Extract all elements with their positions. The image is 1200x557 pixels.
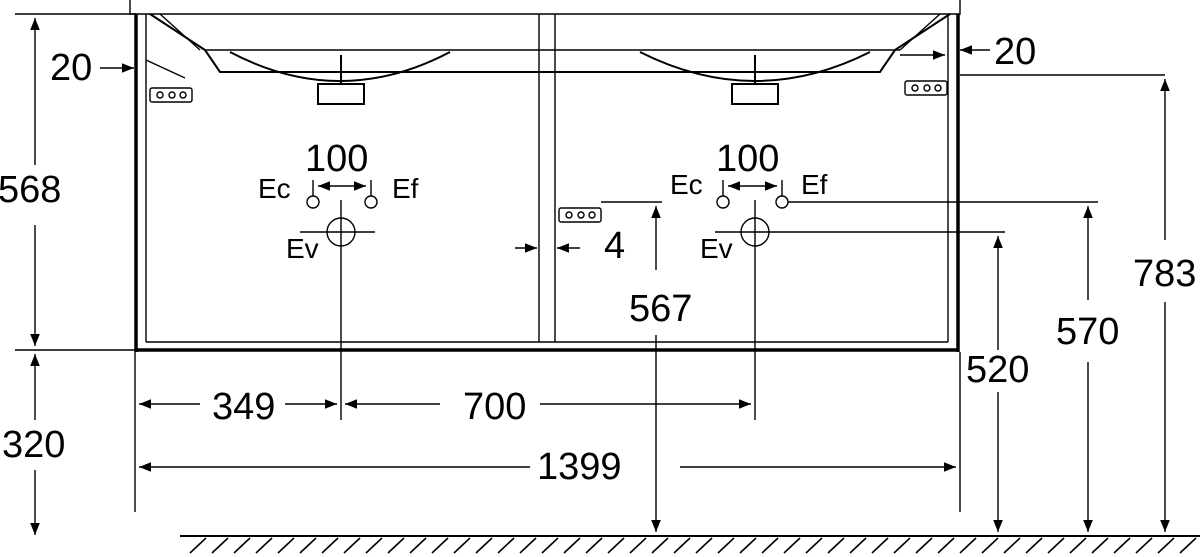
hot-water-inlet-right — [716, 195, 730, 209]
floor-hatch-mark — [717, 537, 735, 554]
floor-hatch-mark — [629, 537, 647, 554]
floor-hatch-mark — [1157, 537, 1175, 554]
floor-hatch-mark — [453, 537, 471, 554]
basin-right — [639, 51, 871, 105]
floor-hatch-mark — [651, 537, 669, 554]
floor-hatch-mark — [211, 537, 229, 554]
label-567: 567 — [629, 288, 692, 330]
floor-hatch-mark — [343, 537, 361, 554]
label-520: 520 — [966, 349, 1029, 391]
countertop — [129, 0, 961, 73]
floor-hatch-mark — [1091, 537, 1109, 554]
dim-349 — [134, 352, 961, 512]
floor-hatch-mark — [607, 537, 625, 554]
floor-hatch-mark — [915, 537, 933, 554]
floor-hatch-mark — [1135, 537, 1153, 554]
basin-left — [229, 51, 451, 105]
floor-hatch-mark — [431, 537, 449, 554]
bracket-right — [904, 80, 948, 96]
label-ef-left: Ef — [392, 173, 419, 204]
floor-hatch-mark — [695, 537, 713, 554]
floor-hatch-mark — [981, 537, 999, 554]
bracket-center — [558, 207, 602, 223]
label-ef-right: Ef — [801, 169, 828, 200]
label-568: 568 — [0, 169, 61, 211]
floor-hatch-mark — [541, 537, 559, 554]
floor-hatch-mark — [739, 537, 757, 554]
label-100-right: 100 — [716, 138, 779, 180]
label-20-right: 20 — [994, 31, 1036, 73]
cabinet-body — [134, 14, 960, 352]
connections-left — [300, 180, 378, 420]
floor-hatch-mark — [1179, 537, 1197, 554]
label-700: 700 — [463, 386, 526, 428]
floor-hatch-mark — [959, 537, 977, 554]
floor-hatch-mark — [255, 537, 273, 554]
label-ec-left: Ec — [258, 173, 291, 204]
floor-hatch-mark — [761, 537, 779, 554]
label-783: 783 — [1133, 253, 1196, 295]
label-1399: 1399 — [537, 446, 622, 488]
left-dimension-lines — [15, 13, 136, 535]
floor-hatch-mark — [673, 537, 691, 554]
cold-water-inlet-right — [775, 195, 789, 209]
floor-hatch-mark — [937, 537, 955, 554]
floor-hatch-mark — [1113, 537, 1131, 554]
floor-hatch-mark — [805, 537, 823, 554]
floor-hatch-mark — [563, 537, 581, 554]
floor-hatch-mark — [299, 537, 317, 554]
dim-567 — [601, 201, 662, 532]
floor-hatch-mark — [585, 537, 603, 554]
floor-hatch-mark — [827, 537, 845, 554]
cold-water-inlet-left — [364, 195, 378, 209]
label-349: 349 — [212, 386, 275, 428]
label-320: 320 — [2, 424, 65, 466]
floor-hatch-mark — [365, 537, 383, 554]
floor-hatch-mark — [321, 537, 339, 554]
floor-hatch-mark — [189, 537, 207, 554]
hot-water-inlet-left — [306, 195, 320, 209]
label-ev-right: Ev — [700, 233, 733, 264]
floor-hatch-mark — [893, 537, 911, 554]
floor-hatch-mark — [1047, 537, 1065, 554]
floor-hatch-mark — [233, 537, 251, 554]
floor-hatch-mark — [409, 537, 427, 554]
floor-hatch-mark — [277, 537, 295, 554]
floor-hatch-mark — [1025, 537, 1043, 554]
floor-hatch-mark — [871, 537, 889, 554]
label-570: 570 — [1056, 311, 1119, 353]
floor-hatch-mark — [475, 537, 493, 554]
label-20-left: 20 — [50, 47, 92, 89]
label-4: 4 — [604, 225, 625, 267]
floor-hatch-mark — [519, 537, 537, 554]
floor-hatch-mark — [387, 537, 405, 554]
connections-right — [715, 180, 1098, 420]
label-100-left: 100 — [305, 138, 368, 180]
bracket-left — [149, 87, 193, 103]
floor-hatch-mark — [1069, 537, 1087, 554]
floor-hatch-mark — [497, 537, 515, 554]
label-ec-right: Ec — [670, 169, 703, 200]
floor-line — [180, 535, 1200, 554]
side-gap-dims — [100, 45, 1165, 79]
floor-hatch-mark — [783, 537, 801, 554]
label-ev-left: Ev — [286, 233, 319, 264]
floor-hatch-mark — [1003, 537, 1021, 554]
floor-hatch-mark — [849, 537, 867, 554]
